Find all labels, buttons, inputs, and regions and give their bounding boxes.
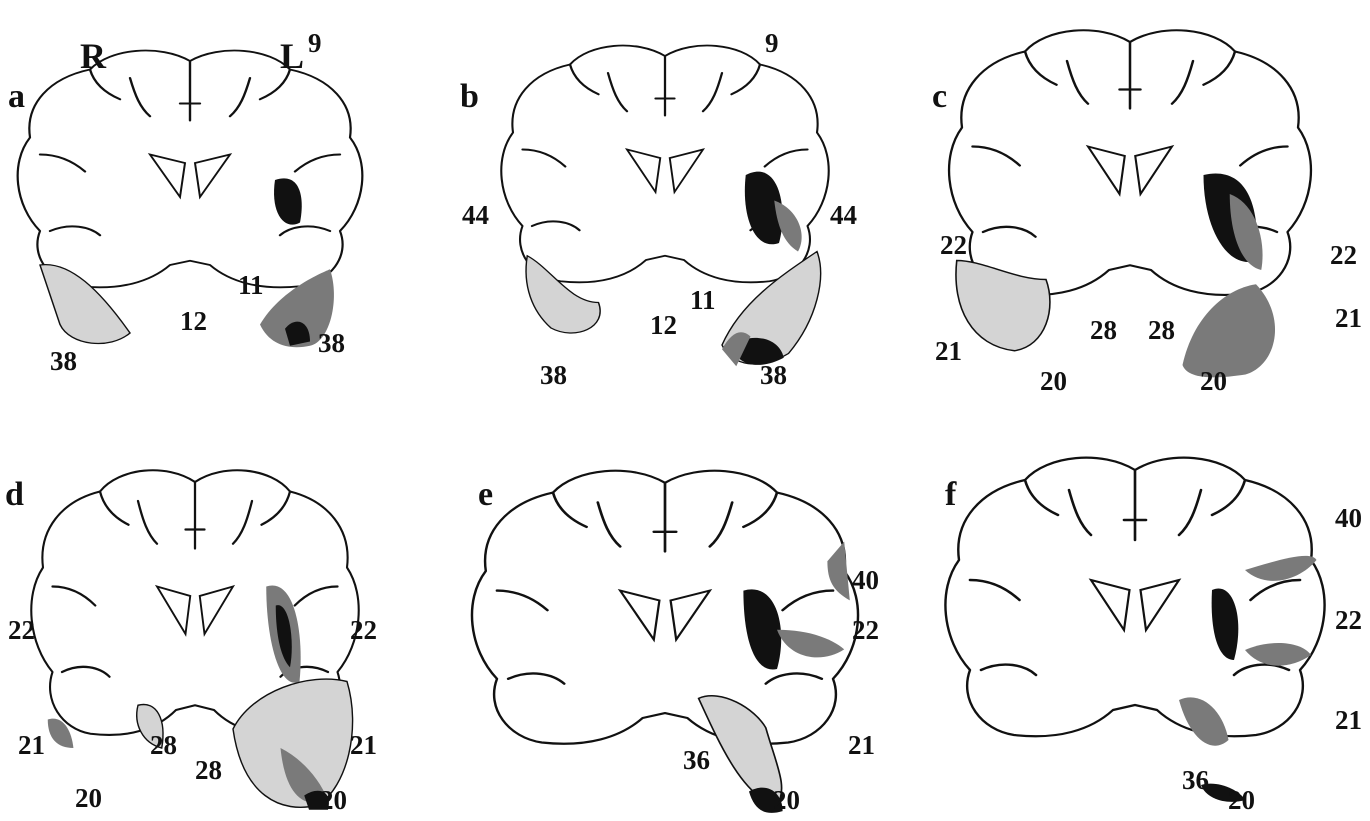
section-f bbox=[944, 456, 1326, 802]
panel-letter-f: f bbox=[945, 476, 957, 513]
section-e bbox=[470, 469, 860, 813]
area-label: 22 bbox=[1335, 605, 1362, 635]
area-label: 40 bbox=[1335, 503, 1362, 533]
section-b bbox=[500, 44, 830, 367]
area-label: 12 bbox=[650, 310, 677, 340]
area-label: 38 bbox=[760, 360, 787, 390]
area-label: 22 bbox=[8, 615, 35, 645]
area-label: 28 bbox=[150, 730, 177, 760]
orientation-left-label: L bbox=[280, 36, 305, 76]
area-label: 38 bbox=[318, 328, 345, 358]
panel-letter-d: d bbox=[5, 476, 24, 513]
area-label: 9 bbox=[308, 28, 322, 58]
area-label: 38 bbox=[50, 346, 77, 376]
area-label: 21 bbox=[1335, 303, 1362, 333]
area-label: 20 bbox=[1228, 785, 1255, 815]
area-label: 38 bbox=[540, 360, 567, 390]
area-label: 21 bbox=[935, 336, 962, 366]
area-label: 40 bbox=[852, 565, 879, 595]
area-label: 28 bbox=[1090, 315, 1117, 345]
area-label: 22 bbox=[350, 615, 377, 645]
area-label: 21 bbox=[1335, 705, 1362, 735]
area-label: 44 bbox=[830, 200, 857, 230]
section-d bbox=[30, 469, 360, 810]
area-label: 22 bbox=[852, 615, 879, 645]
area-label: 44 bbox=[462, 200, 489, 230]
area-label: 21 bbox=[848, 730, 875, 760]
area-label: 22 bbox=[940, 230, 967, 260]
area-label: 11 bbox=[238, 270, 264, 300]
area-label: 20 bbox=[75, 783, 102, 813]
panel-letter-b: b bbox=[460, 78, 479, 115]
area-label: 20 bbox=[773, 785, 800, 815]
area-label: 21 bbox=[18, 730, 45, 760]
area-label: 20 bbox=[1200, 366, 1227, 396]
area-label: 20 bbox=[320, 785, 347, 815]
area-label: 12 bbox=[180, 306, 207, 336]
area-label: 9 bbox=[765, 28, 779, 58]
area-label: 36 bbox=[683, 745, 710, 775]
panel-letter-c: c bbox=[932, 78, 948, 115]
panel-letter-a: a bbox=[8, 78, 25, 115]
area-label: 36 bbox=[1182, 765, 1209, 795]
area-label: 20 bbox=[1040, 366, 1067, 396]
area-label: 11 bbox=[690, 285, 716, 315]
area-label: 21 bbox=[350, 730, 377, 760]
area-label: 22 bbox=[1330, 240, 1357, 270]
area-label: 28 bbox=[1148, 315, 1175, 345]
area-label: 28 bbox=[195, 755, 222, 785]
section-a bbox=[16, 49, 364, 348]
orientation-right-label: R bbox=[80, 36, 106, 76]
section-c bbox=[947, 29, 1313, 378]
panel-letter-e: e bbox=[478, 476, 494, 513]
